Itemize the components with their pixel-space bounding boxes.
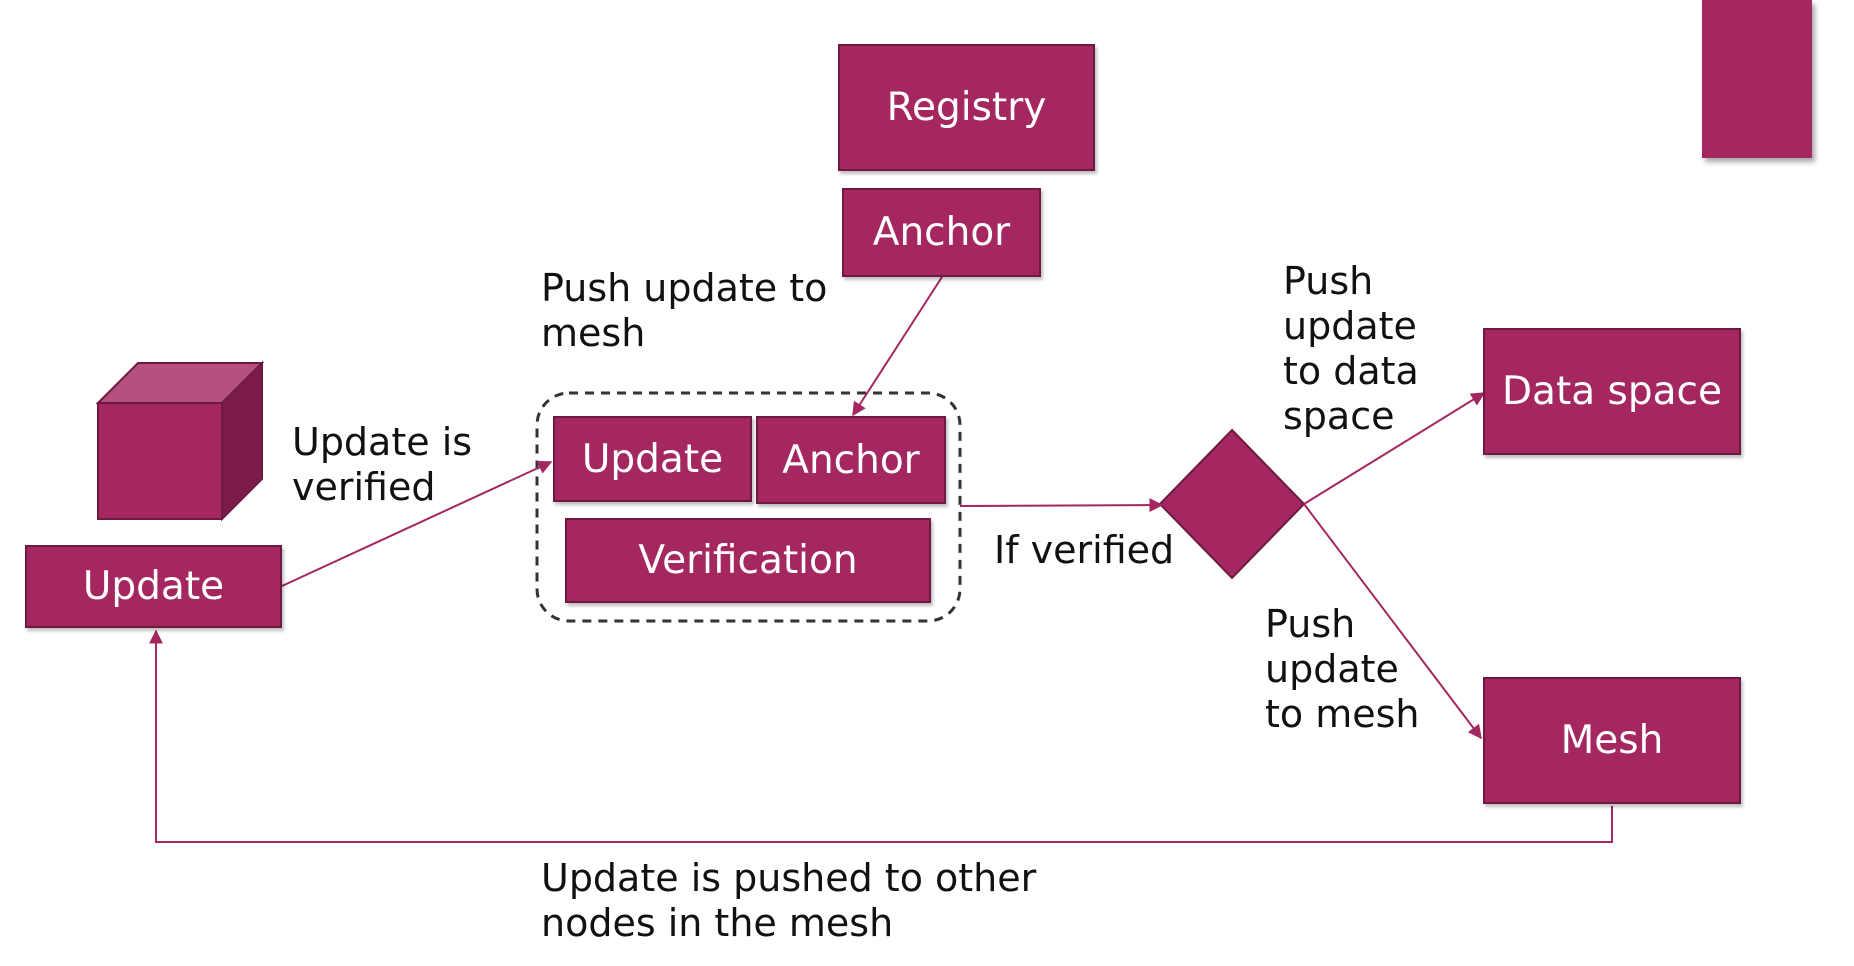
- corner-accent-block: [1702, 0, 1812, 158]
- group-update-box: Update: [553, 416, 752, 502]
- group-anchor-box: Anchor: [756, 416, 946, 504]
- connector-decision-to-data-space: [1303, 392, 1486, 505]
- connector-anchor-to-group-anchor: [852, 276, 943, 417]
- anchor-top-box: Anchor: [842, 188, 1041, 277]
- label-push-update-to-mesh-right: Push update to mesh: [1265, 602, 1420, 736]
- data-space-box: Data space: [1483, 328, 1741, 455]
- group-verification-box: Verification: [565, 518, 931, 603]
- cube-icon: [95, 360, 265, 522]
- dashed-group-container: [535, 391, 962, 623]
- mesh-box: Mesh: [1483, 677, 1741, 804]
- label-push-update-to-mesh-top: Push update to mesh: [541, 266, 828, 355]
- registry-box: Registry: [838, 44, 1095, 171]
- connector-decision-to-mesh: [1303, 503, 1482, 740]
- connector-group-to-decision: [959, 498, 1164, 513]
- diamond-decision-shape: [1158, 428, 1306, 580]
- connector-mesh-to-update-feedback: [149, 629, 1613, 843]
- label-if-verified: If verified: [994, 528, 1175, 572]
- label-update-is-verified: Update is verified: [292, 420, 473, 509]
- connector-update-to-group: [281, 460, 553, 587]
- label-update-pushed-to-other-nodes: Update is pushed to other nodes in the m…: [541, 856, 1037, 945]
- update-left-box: Update: [25, 545, 282, 628]
- label-push-update-to-data-space: Push update to data space: [1283, 259, 1419, 438]
